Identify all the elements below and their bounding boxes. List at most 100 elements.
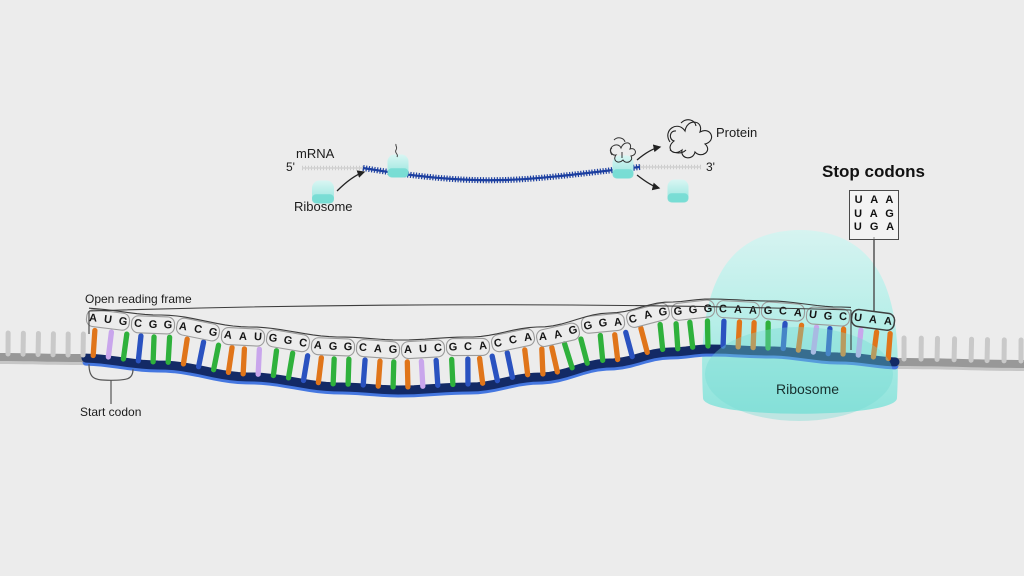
base-stick-G — [597, 332, 606, 364]
base-stick-A — [870, 329, 880, 360]
codon-box — [265, 329, 311, 353]
base-stick-G — [561, 341, 575, 371]
mrna-label: mRNA — [296, 146, 335, 161]
base-stick-G — [390, 359, 397, 390]
base-stick-U — [105, 329, 115, 360]
base-stick-C — [840, 326, 847, 357]
base-letter: G — [688, 304, 698, 317]
ribosome-label-top: Ribosome — [294, 199, 353, 214]
base-letter: A — [313, 339, 322, 352]
base-letter: G — [328, 341, 337, 353]
codon-box-stop — [850, 308, 896, 331]
base-stick-G — [285, 350, 296, 381]
protein-label: Protein — [716, 125, 758, 140]
base-letter: C — [133, 317, 142, 330]
base-letter: A — [223, 329, 233, 342]
base-stick-G — [578, 336, 590, 366]
base-letter: C — [508, 334, 518, 347]
stop-codon-uga: U G A — [853, 221, 897, 233]
base-stick-A — [885, 330, 893, 362]
ribosome-release-arrow — [636, 174, 661, 191]
base-stick-G — [687, 319, 696, 350]
codon-box — [670, 299, 716, 321]
base-letter: U — [853, 312, 862, 325]
base-letter: C — [193, 323, 203, 336]
base-stick-C — [489, 353, 501, 384]
utr-backbone-shadow-left — [0, 359, 91, 366]
base-letter: C — [359, 342, 368, 355]
three-prime-label: 3' — [706, 160, 715, 174]
base-letter: U — [419, 343, 428, 355]
codon-box — [400, 339, 446, 360]
ribosome-entry-arrow — [336, 170, 366, 192]
base-letter: G — [582, 319, 593, 333]
base-stick-A — [735, 319, 743, 350]
base-letter: G — [448, 341, 457, 353]
five-prime-label: 5' — [286, 160, 295, 174]
mrna-overview — [302, 119, 713, 204]
base-stick-G — [673, 321, 681, 352]
base-stick-A — [225, 344, 235, 375]
base-stick-G — [330, 356, 337, 387]
coding-backbone — [81, 344, 900, 395]
base-stick-A — [476, 355, 486, 386]
base-letter: G — [344, 341, 353, 353]
base-stick-A — [539, 346, 546, 377]
base-stick-C — [780, 320, 788, 352]
utr-backbone-left — [0, 353, 91, 363]
base-letter: C — [719, 303, 727, 315]
growing-protein-icon — [609, 137, 636, 163]
codon-box — [220, 327, 266, 347]
base-stick-C — [504, 350, 516, 380]
base-stick-C — [720, 318, 727, 349]
codon-box — [85, 309, 131, 331]
base-letter: A — [734, 304, 743, 316]
base-stick-A — [612, 332, 621, 363]
codon-box — [355, 339, 401, 360]
base-letter: G — [163, 319, 172, 331]
utr-backbone-shadow-right — [890, 363, 1024, 371]
codon-box — [310, 337, 356, 357]
base-letter: A — [478, 340, 487, 353]
codon-box — [715, 300, 761, 320]
codon-box — [490, 328, 536, 353]
base-letter: G — [149, 319, 158, 331]
base-letter: C — [464, 341, 472, 353]
base-letter: A — [178, 320, 188, 333]
base-letter: G — [673, 305, 682, 318]
base-letter: G — [764, 305, 773, 317]
base-stick-U — [810, 324, 820, 355]
base-stick-A — [240, 346, 248, 377]
protein-release-arrow — [636, 144, 662, 161]
base-stick-G — [345, 356, 352, 387]
base-stick-C — [300, 353, 311, 384]
base-stick-C — [195, 339, 207, 370]
base-stick-G — [657, 321, 666, 353]
base-stick-A — [180, 336, 190, 367]
ribosome-label-bottom: Ribosome — [776, 381, 840, 397]
utr-tick — [951, 336, 958, 363]
codon-box — [760, 301, 806, 322]
base-letter: G — [389, 344, 398, 356]
ribosome-body — [702, 230, 898, 414]
protein-icon — [667, 119, 713, 159]
start-codon-label: Start codon — [80, 405, 142, 419]
base-stick-G — [210, 342, 222, 373]
base-stick-C — [433, 357, 441, 388]
base-letter: C — [779, 305, 788, 318]
base-stick-A — [315, 355, 325, 386]
base-letter: A — [643, 308, 654, 322]
base-letter: A — [374, 343, 383, 356]
base-letter: A — [868, 313, 877, 326]
base-stick-C — [360, 357, 368, 388]
base-letter: A — [793, 307, 802, 320]
base-letter: G — [567, 324, 579, 338]
base-stick-A — [404, 359, 411, 390]
base-letter: U — [808, 309, 817, 322]
base-letter: G — [823, 310, 832, 323]
ribosome-front-lobe — [705, 327, 893, 421]
base-letter: A — [239, 331, 248, 343]
stop-codons-box: U A A U A G U G A — [849, 190, 899, 240]
